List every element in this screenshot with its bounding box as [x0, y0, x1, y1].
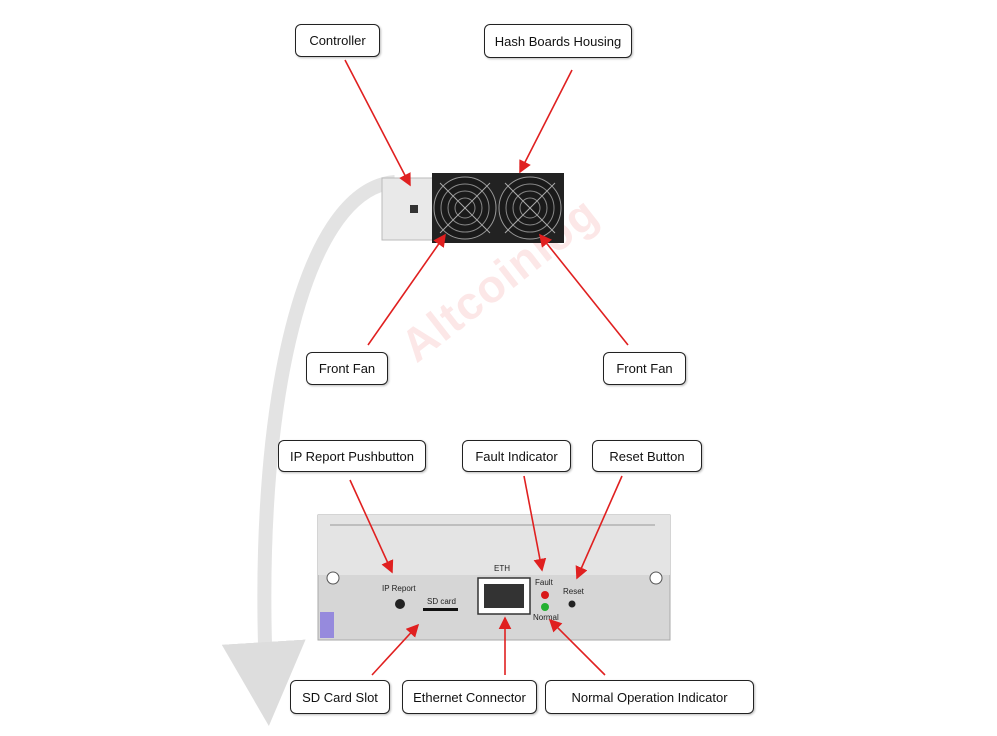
wires: [320, 612, 334, 638]
label-reset-button: Reset Button: [592, 440, 702, 472]
miner-unit: [381, 173, 564, 243]
label-front-fan-right: Front Fan: [603, 352, 686, 385]
sd-card-text: SD card: [427, 597, 456, 606]
label-ip-report-pushbutton: IP Report Pushbutton: [278, 440, 426, 472]
fault-led: [541, 591, 549, 599]
callout-arrows: [344, 59, 629, 676]
screw-right-icon: [649, 571, 663, 585]
label-fault-indicator: Fault Indicator: [462, 440, 571, 472]
controller-port: [410, 205, 418, 213]
normal-led: [541, 603, 549, 611]
arrow-fault: [523, 475, 547, 572]
fan-left: [433, 176, 497, 240]
eth-text: ETH: [494, 564, 510, 573]
label-sd-card-slot: SD Card Slot: [290, 680, 390, 714]
ip-report-text: IP Report: [382, 584, 416, 593]
reset-text: Reset: [563, 587, 585, 596]
label-normal-operation-indicator: Normal Operation Indicator: [545, 680, 754, 714]
arrow-front-fan-right: [539, 233, 629, 346]
fault-text: Fault: [535, 578, 554, 587]
ip-report-pushbutton: [395, 599, 405, 609]
controller-panel: IP Report SD card ETH Fault Normal Reset: [317, 514, 671, 641]
arrow-ip-report: [349, 479, 394, 574]
reset-button-hole: [568, 600, 576, 608]
zoom-curve-arrow: [221, 175, 396, 726]
screw-left-icon: [326, 571, 340, 585]
normal-text: Normal: [533, 613, 559, 622]
arrow-hash-boards: [519, 69, 573, 174]
arrow-controller: [344, 59, 411, 187]
arrow-reset: [575, 475, 623, 580]
arrow-front-fan-left: [367, 233, 446, 346]
label-ethernet-connector: Ethernet Connector: [402, 680, 537, 714]
arrow-sd-card: [371, 623, 420, 676]
controller-housing: [381, 177, 435, 241]
sd-card-slot: [423, 608, 458, 611]
arrow-normal: [548, 618, 606, 676]
label-front-fan-left: Front Fan: [306, 352, 388, 385]
ethernet-port-socket: [484, 584, 524, 608]
label-controller: Controller: [295, 24, 380, 57]
fan-right: [498, 176, 562, 240]
label-hash-boards-housing: Hash Boards Housing: [484, 24, 632, 58]
